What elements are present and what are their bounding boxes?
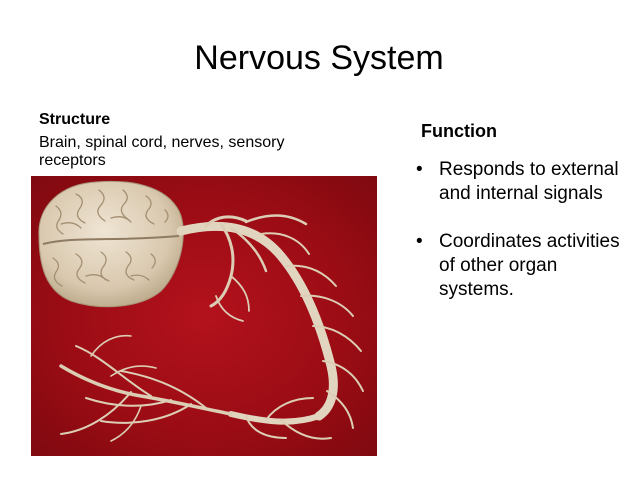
function-list-item: • Responds to external and internal sign… — [414, 158, 624, 206]
function-item-text: Responds to external and internal signal… — [439, 159, 619, 204]
function-item-text: Coordinates activities of other organ sy… — [439, 231, 620, 300]
structure-heading: Structure — [39, 111, 111, 128]
nervous-system-photo — [31, 176, 377, 456]
nerve-branches — [59, 214, 364, 442]
function-heading: Function — [421, 121, 497, 141]
bullet-icon: • — [416, 231, 423, 252]
function-list-item: • Coordinates activities of other organ … — [414, 230, 624, 302]
slide-title: Nervous System — [194, 39, 444, 77]
function-list: • Responds to external and internal sign… — [414, 158, 624, 326]
spinal-cord-shape — [176, 221, 338, 425]
bullet-icon: • — [416, 159, 423, 180]
nervous-system-illustration — [38, 180, 364, 442]
structure-description: Brain, spinal cord, nerves, sensory rece… — [39, 134, 285, 169]
brain-shape — [38, 180, 184, 308]
